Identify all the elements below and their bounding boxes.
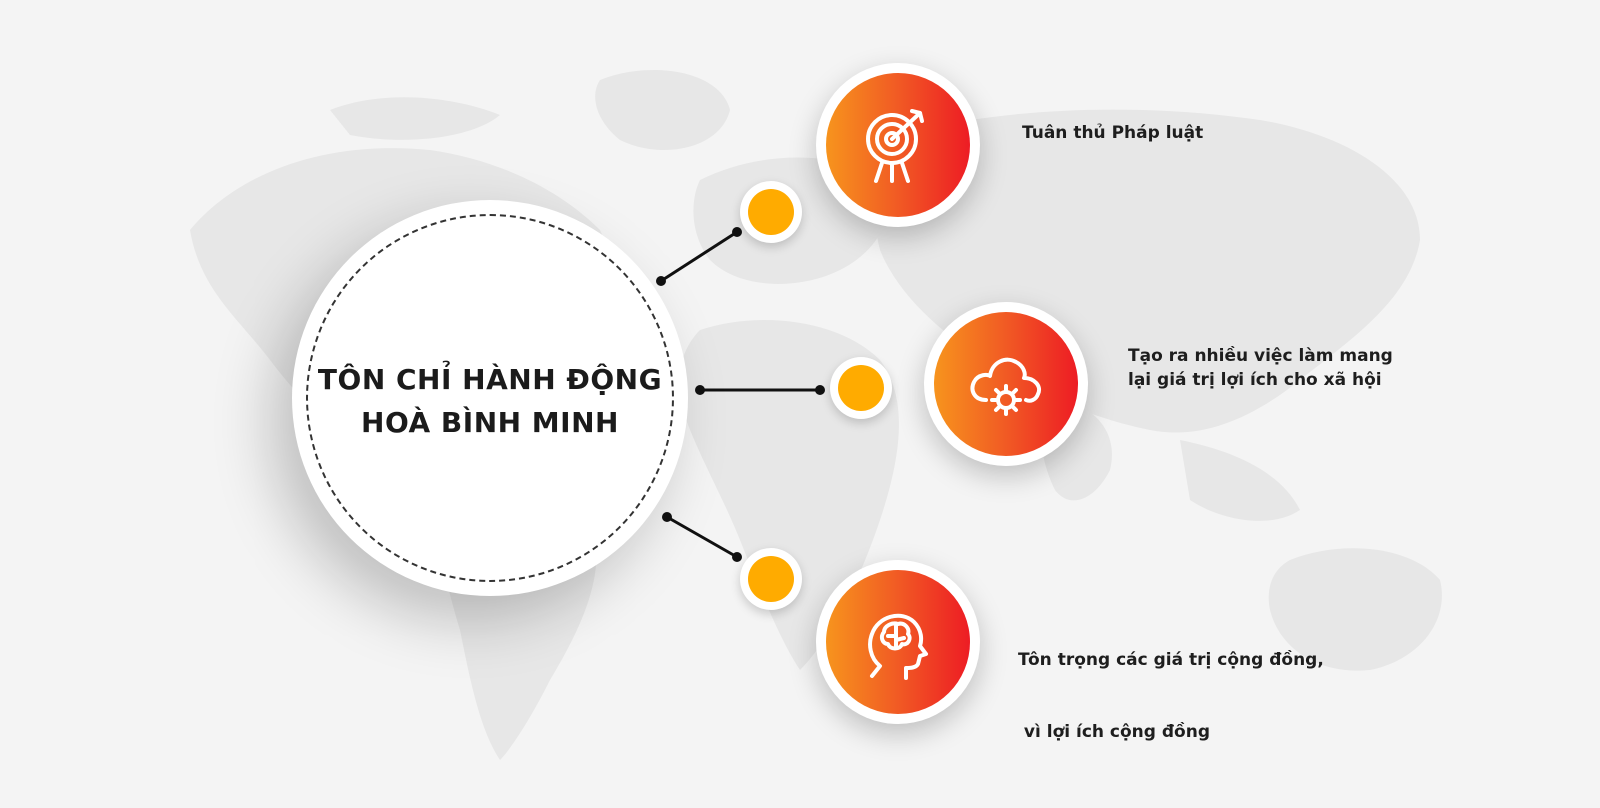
item-3-label: Tôn trọng các giá trị cộng đồng, vì lợi …	[1018, 600, 1324, 768]
connector-dot	[732, 227, 742, 237]
center-title-line-1: TÔN CHỈ HÀNH ĐỘNG	[317, 363, 663, 396]
item-2-label-line-2: lại giá trị lợi ích cho xã hội	[1128, 370, 1382, 390]
center-dashed-ring	[306, 214, 674, 582]
item-2-label-line-1: Tạo ra nhiều việc làm mang	[1128, 346, 1393, 366]
center-circle: TÔN CHỈ HÀNH ĐỘNG HOÀ BÌNH MINH	[292, 200, 688, 596]
item-2-label: Tạo ra nhiều việc làm mang lại giá trị l…	[1128, 344, 1393, 392]
center-title-line-2: HOÀ BÌNH MINH	[361, 406, 619, 439]
connector-knob-2	[830, 357, 892, 419]
target-icon	[866, 109, 924, 183]
connector-knob-1	[740, 181, 802, 243]
connector-dot	[662, 512, 672, 522]
item-1-label: Tuân thủ Pháp luật	[1022, 121, 1203, 145]
connector-dot	[815, 385, 825, 395]
cloud-gear-icon	[970, 357, 1041, 416]
connector-line-1	[660, 230, 738, 283]
item-3-label-line-1: Tôn trọng các giá trị cộng đồng,	[1018, 650, 1324, 670]
item-2-icon-circle	[924, 302, 1088, 466]
connector-dot	[695, 385, 705, 395]
head-brain-icon	[868, 613, 928, 680]
connector-dot	[656, 276, 666, 286]
connector-line-3	[666, 515, 738, 559]
item-3-icon-circle	[816, 560, 980, 724]
item-1-icon-circle	[816, 63, 980, 227]
item-1-label-line-1: Tuân thủ Pháp luật	[1022, 123, 1204, 143]
connector-dot	[732, 552, 742, 562]
item-3-label-line-2: vì lợi ích cộng đồng	[1018, 722, 1210, 742]
connector-knob-3	[740, 548, 802, 610]
